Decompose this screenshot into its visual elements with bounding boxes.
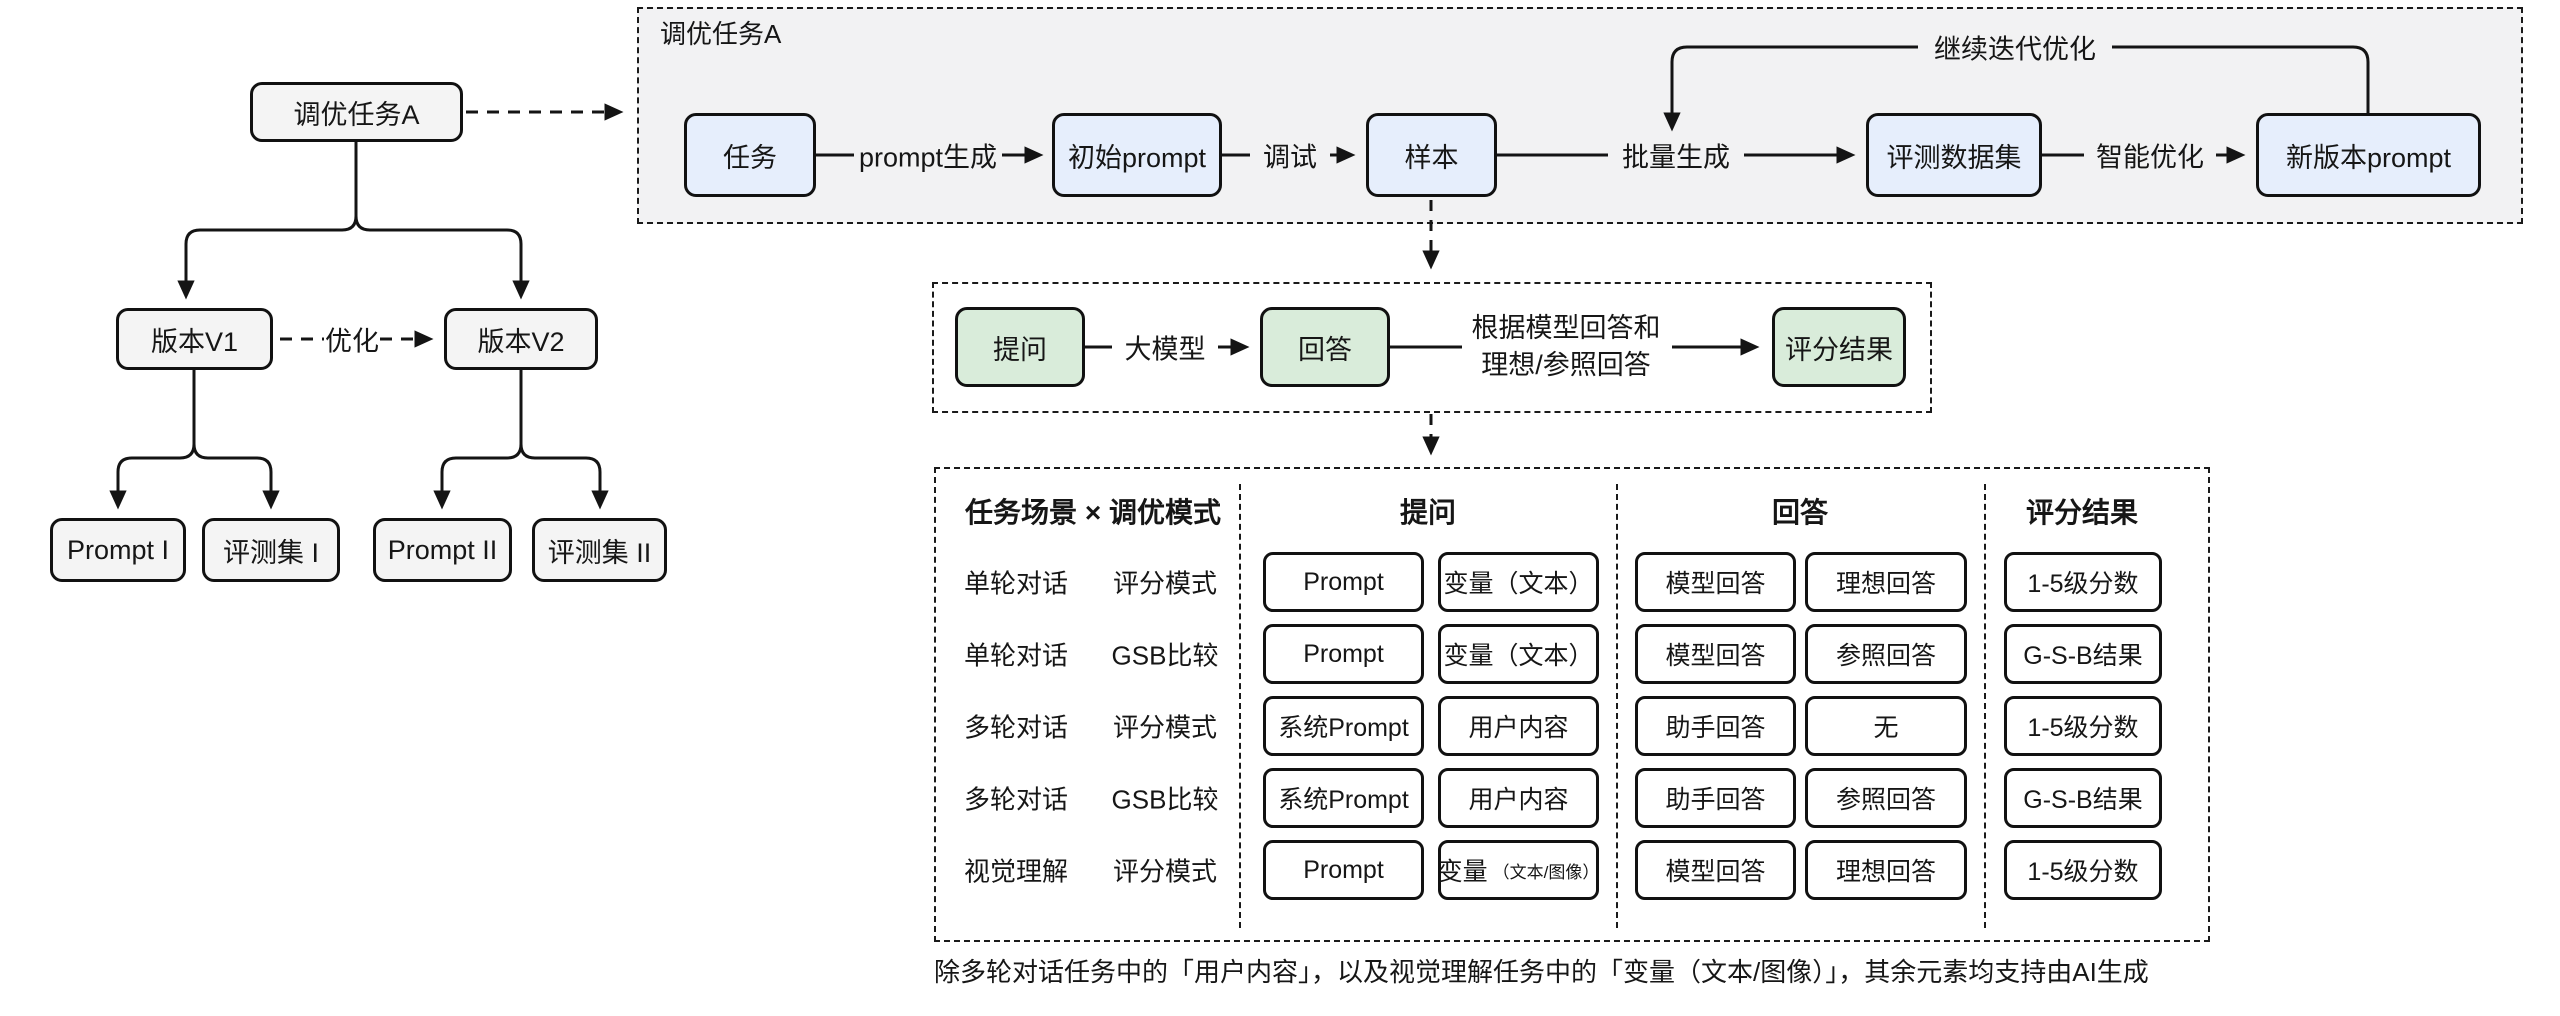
header-ask: 提问 <box>1399 497 1457 528</box>
node-answer: 回答 <box>1260 307 1390 387</box>
header-answer: 回答 <box>1771 497 1829 528</box>
feedback-label-iterate: 继续迭代优化 <box>1934 34 2096 65</box>
cell-ask-2: 用户内容 <box>1438 768 1599 828</box>
cell-ask-1: Prompt <box>1263 840 1424 900</box>
cell-answer-2: 参照回答 <box>1805 624 1967 684</box>
cell-scenario: 多轮对话 <box>963 784 1069 815</box>
edge-label-debug: 调试 <box>1263 142 1317 173</box>
score-basis-line1: 根据模型回答和 <box>1471 313 1661 343</box>
column-separator-2 <box>1616 484 1618 928</box>
cell-ask-1: 系统Prompt <box>1263 696 1424 756</box>
cell-mode: GSB比较 <box>1111 640 1219 671</box>
cell-ask-2: 用户内容 <box>1438 696 1599 756</box>
cell-answer-2: 无 <box>1805 696 1967 756</box>
cell-ask-1: 系统Prompt <box>1263 768 1424 828</box>
footnote-ai-generation: 除多轮对话任务中的「用户内容」，以及视觉理解任务中的「变量（文本/图像）」，其余… <box>934 957 2149 987</box>
node-score-result: 评分结果 <box>1772 307 1906 387</box>
cell-scenario: 单轮对话 <box>963 568 1069 599</box>
cell-scenario: 单轮对话 <box>963 640 1069 671</box>
node-version-v2: 版本V2 <box>444 308 598 370</box>
cell-ask-1: Prompt <box>1263 624 1424 684</box>
cell-answer-1: 模型回答 <box>1635 840 1796 900</box>
node-prompt-2: Prompt II <box>373 518 512 582</box>
cell-answer-1: 模型回答 <box>1635 552 1796 612</box>
node-evalset-2: 评测集 II <box>532 518 667 582</box>
cell-ask-1: Prompt <box>1263 552 1424 612</box>
cell-answer-1: 助手回答 <box>1635 768 1796 828</box>
header-scenario-mode: 任务场景 × 调优模式 <box>965 497 1221 528</box>
cell-score: G-S-B结果 <box>2004 768 2162 828</box>
column-separator-3 <box>1984 484 1986 928</box>
node-evalset-1: 评测集 I <box>202 518 340 582</box>
cell-scenario: 视觉理解 <box>963 856 1069 887</box>
edge-label-llm: 大模型 <box>1124 334 1206 365</box>
cell-mode: 评分模式 <box>1112 712 1218 743</box>
cell-answer-1: 模型回答 <box>1635 624 1796 684</box>
edge-label-score-basis: 根据模型回答和 理想/参照回答 <box>1472 310 1661 384</box>
cell-score: 1-5级分数 <box>2004 696 2162 756</box>
node-initial-prompt: 初始prompt <box>1052 113 1222 197</box>
node-sample: 样本 <box>1366 113 1497 197</box>
cell-answer-2: 理想回答 <box>1805 552 1967 612</box>
cell-answer-2: 参照回答 <box>1805 768 1967 828</box>
node-new-prompt: 新版本prompt <box>2256 113 2481 197</box>
node-prompt-1: Prompt I <box>50 518 186 582</box>
cell-scenario: 多轮对话 <box>963 712 1069 743</box>
node-eval-dataset: 评测数据集 <box>1866 113 2042 197</box>
cell-answer-1: 助手回答 <box>1635 696 1796 756</box>
pipeline-panel <box>637 7 2523 224</box>
cell-mode: 评分模式 <box>1112 856 1218 887</box>
cell-ask-2: 变量（文本/图像） <box>1438 840 1599 900</box>
pipeline-panel-title: 调优任务A <box>660 19 782 49</box>
header-score: 评分结果 <box>2025 497 2139 528</box>
node-ask: 提问 <box>955 307 1085 387</box>
score-basis-line2: 理想/参照回答 <box>1481 350 1651 380</box>
edge-label-smart-optimize: 智能优化 <box>2096 142 2204 173</box>
cell-score: 1-5级分数 <box>2004 840 2162 900</box>
node-version-v1: 版本V1 <box>116 308 273 370</box>
node-task: 任务 <box>684 113 816 197</box>
cell-answer-2: 理想回答 <box>1805 840 1967 900</box>
cell-mode: 评分模式 <box>1112 568 1218 599</box>
node-tuning-task-a: 调优任务A <box>250 82 463 142</box>
cell-ask-2: 变量（文本） <box>1438 624 1599 684</box>
cell-ask-2: 变量（文本） <box>1438 552 1599 612</box>
cell-score: 1-5级分数 <box>2004 552 2162 612</box>
edge-label-optimize: 优化 <box>325 326 379 357</box>
cell-mode: GSB比较 <box>1111 784 1219 815</box>
cell-score: G-S-B结果 <box>2004 624 2162 684</box>
edge-label-prompt-generate: prompt生成 <box>858 142 998 173</box>
edge-label-batch-generate: 批量生成 <box>1622 142 1730 173</box>
column-separator-1 <box>1239 484 1241 928</box>
